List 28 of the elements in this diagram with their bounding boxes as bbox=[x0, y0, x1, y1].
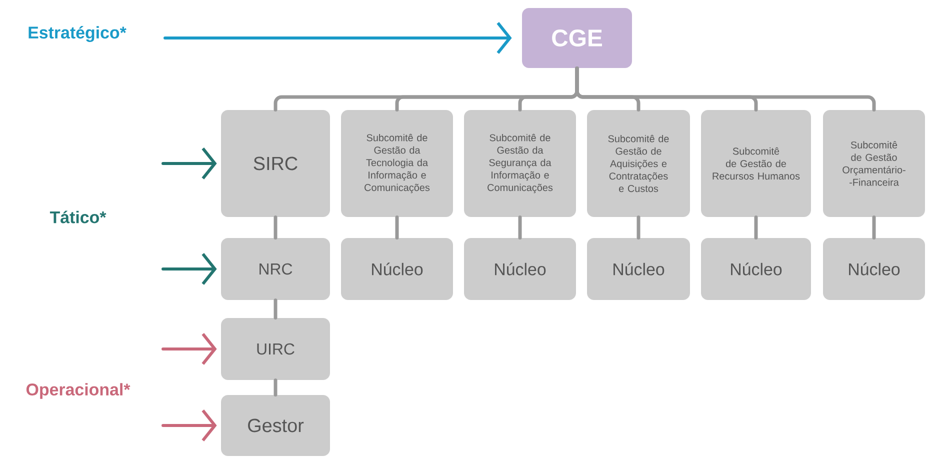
subcommittee-box: Subcomitê de Gestão de Recursos Humanos bbox=[701, 110, 811, 217]
org-box: Núcleo bbox=[587, 238, 690, 300]
subcommittee-box: Subcomitê de Gestão de Aquisições e Contratações e Custos bbox=[587, 110, 690, 217]
connector-line bbox=[395, 215, 399, 240]
arrow bbox=[164, 22, 512, 54]
level-label: Operacional* bbox=[26, 383, 130, 399]
subcommittee-box: Subcomitê de Gestão da Tecnologia da Informação e Comunicações bbox=[341, 110, 453, 217]
connector-line bbox=[274, 378, 278, 397]
connector-line bbox=[274, 298, 278, 320]
org-box: Núcleo bbox=[701, 238, 811, 300]
org-box: Núcleo bbox=[464, 238, 576, 300]
org-box: UIRC bbox=[221, 318, 330, 380]
connector-line bbox=[872, 215, 876, 240]
org-box: Núcleo bbox=[341, 238, 453, 300]
level-label: Estratégico* bbox=[28, 26, 126, 42]
org-box: NRC bbox=[221, 238, 330, 300]
level-label: Tático* bbox=[50, 210, 106, 224]
tree-connector bbox=[575, 66, 876, 112]
org-box: Núcleo bbox=[823, 238, 925, 300]
connector-line bbox=[518, 215, 522, 240]
org-box: SIRC bbox=[221, 110, 330, 217]
top-committee-box: CGE bbox=[522, 8, 632, 68]
subcommittee-box: Subcomitê de Gestão Orçamentário- -Financeira bbox=[823, 110, 925, 217]
subcommittee-box: Subcomitê de Gestão da Segurança da Informação e Comunicações bbox=[464, 110, 576, 217]
connector-line bbox=[754, 215, 758, 240]
connector-line bbox=[274, 215, 278, 240]
connector-line bbox=[636, 215, 640, 240]
org-box: Gestor bbox=[221, 395, 330, 456]
